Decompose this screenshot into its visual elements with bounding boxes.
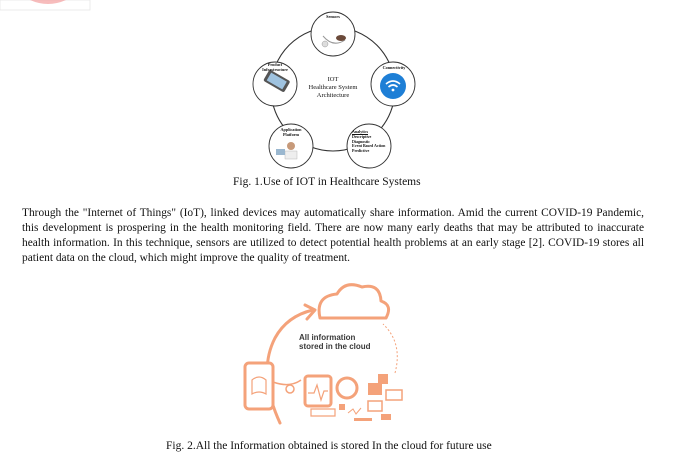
center-line-3: Architecture	[316, 92, 350, 99]
figure-1-caption: Fig. 1.Use of IOT in Healthcare Systems	[233, 176, 421, 188]
phone-device-icon	[243, 361, 302, 411]
cloud-caption-text: All information stored in the cloud	[299, 333, 371, 351]
doctor-laptop-icon	[276, 142, 298, 160]
analytics-item: Predictive	[352, 148, 370, 154]
diagram-center-title: IOT Healthcare System Architecture	[298, 76, 368, 100]
cloud-text-line-2: stored in the cloud	[299, 342, 371, 351]
body-paragraph: Through the "Internet of Things" (IoT), …	[22, 207, 644, 264]
node-label-product-infrastructure: Product Infrastructure	[262, 62, 288, 72]
analytics-item: Event Based Action	[352, 143, 386, 149]
wifi-icon	[380, 73, 406, 99]
node-label-application-platform: Application Platform	[280, 127, 302, 137]
cloud-storage-illustration	[243, 283, 403, 425]
health-devices-cluster-icon	[285, 374, 403, 421]
iot-architecture-diagram	[252, 11, 416, 169]
node-label-sensors: Sensors	[326, 14, 340, 19]
top-fragment	[0, 0, 91, 11]
smartphone-icon	[263, 70, 290, 92]
figure-2-caption: Fig. 2.All the Information obtained is s…	[166, 440, 492, 452]
analytics-block: Analytics Descriptive Diagnostic Event B…	[352, 129, 392, 154]
node-label-analytics: Analytics	[352, 129, 368, 134]
analytics-item: Diagnostic	[352, 138, 370, 144]
sensor-device-icon	[321, 35, 346, 48]
center-line-2: Healthcare System	[308, 84, 358, 91]
center-line-1: IOT	[327, 76, 339, 83]
cloud-text-line-1: All information	[299, 333, 356, 342]
analytics-item: Descriptive	[352, 133, 372, 139]
figure-1: IOT Healthcare System Architecture Senso…	[235, 6, 435, 171]
figure-2: All information stored in the cloud	[235, 278, 435, 433]
node-label-connectivity: Connectivity	[382, 65, 406, 70]
